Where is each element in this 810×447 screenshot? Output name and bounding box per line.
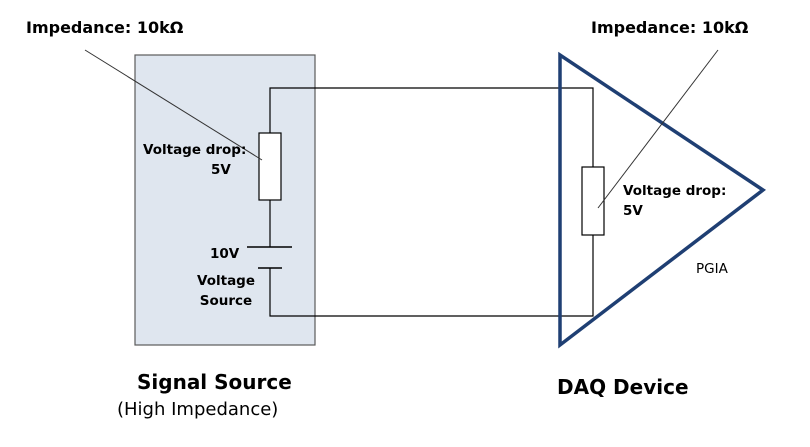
voltage-source-label: Voltage Source [197,271,255,311]
signal-source-title: Signal Source [137,370,292,394]
source-resistor [258,132,282,201]
daq-voltage-drop-text: Voltage drop: [623,183,727,199]
daq-device-title: DAQ Device [557,375,689,399]
source-voltage-drop-label: Voltage drop: 5V [143,140,246,180]
left-impedance-pointer [84,49,263,161]
voltage-source-line2: Source [199,293,253,309]
voltage-value-label: 10V [210,246,240,262]
source-voltage-drop-text: Voltage drop: [143,142,247,158]
pgia-label: PGIA [696,261,728,277]
signal-source-box [134,54,316,346]
signal-source-subtitle: (High Impedance) [117,399,279,420]
daq-resistor [581,166,605,236]
impedance-label-right: Impedance: 10kΩ [591,18,749,37]
source-voltage-drop-value: 5V [211,162,231,178]
daq-voltage-drop-label: Voltage drop: 5V [623,181,726,221]
bottom-wire [269,235,594,317]
right-impedance-pointer [597,49,719,209]
pgia-triangle [558,51,767,349]
impedance-label-left: Impedance: 10kΩ [26,18,184,37]
daq-voltage-drop-value: 5V [623,203,643,219]
top-wire [269,87,594,167]
voltage-source-line1: Voltage [197,273,255,289]
